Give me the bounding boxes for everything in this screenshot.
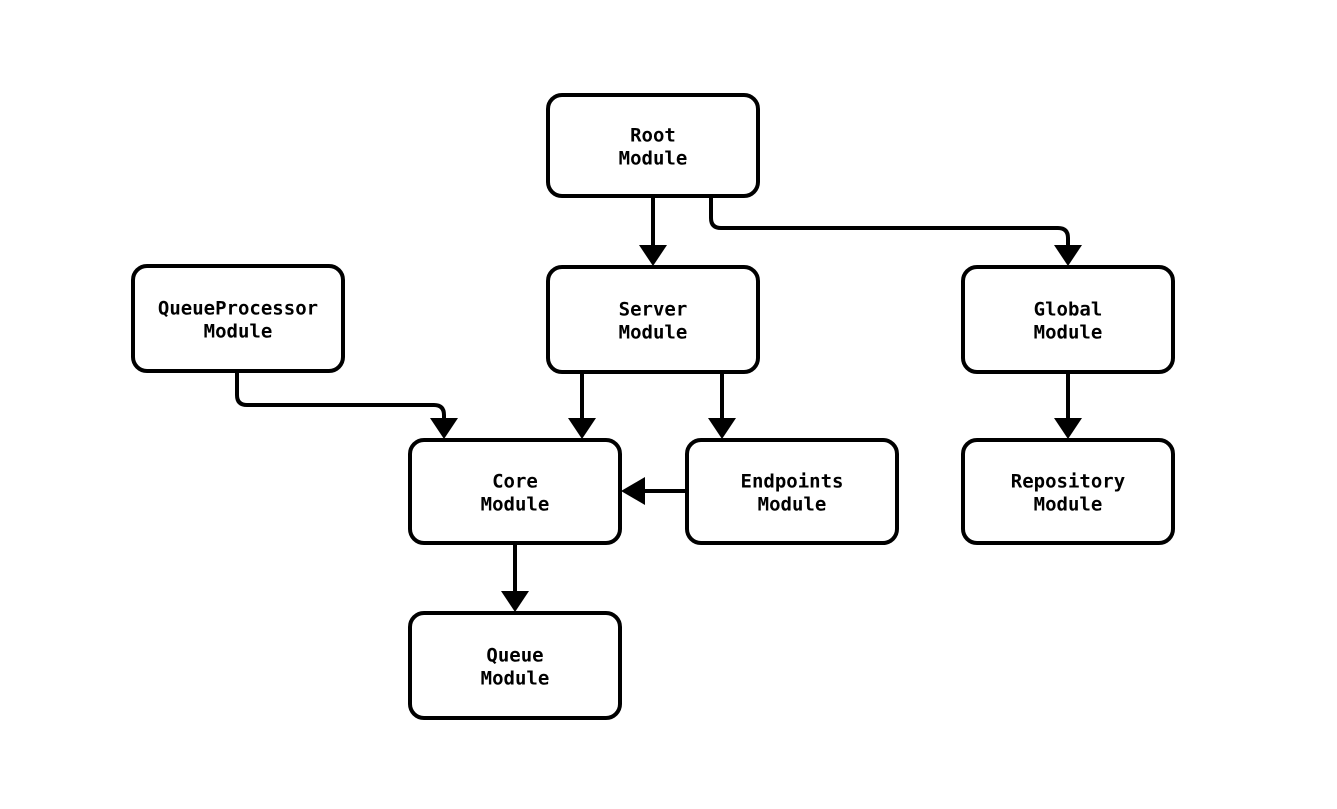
edge-global-to-repository	[1054, 372, 1082, 439]
node-queue-module-label-line2: Module	[481, 668, 550, 690]
node-endpoints-module[interactable]: Endpoints Module	[685, 438, 899, 545]
node-endpoints-module-label-line2: Module	[758, 494, 827, 516]
node-server-module-label-line2: Module	[619, 322, 688, 344]
node-server-module[interactable]: Server Module	[546, 265, 760, 374]
node-repository-module-box[interactable]	[961, 438, 1175, 545]
node-root-module-label-line1: Root	[630, 125, 676, 147]
node-queueprocessor-module-box[interactable]	[131, 264, 345, 373]
edge-queueprocessor-to-core-line	[235, 371, 446, 421]
edge-server-to-core-arrowhead	[568, 418, 596, 439]
edge-server-to-core	[568, 372, 596, 439]
node-root-module-label-line2: Module	[619, 148, 688, 170]
node-root-module[interactable]: Root Module	[546, 93, 760, 198]
edge-endpoints-to-core	[621, 477, 687, 505]
edge-root-to-global-arrowhead	[1054, 245, 1082, 266]
node-queue-module-label-line1: Queue	[486, 645, 543, 667]
node-global-module[interactable]: Global Module	[961, 265, 1175, 374]
node-queueprocessor-module[interactable]: QueueProcessor Module	[131, 264, 345, 373]
node-server-module-box[interactable]	[546, 265, 760, 374]
edge-server-to-endpoints-arrowhead	[708, 418, 736, 439]
edge-root-to-global-line	[709, 196, 1070, 248]
node-repository-module-label-line2: Module	[1034, 494, 1103, 516]
node-core-module-label-line1: Core	[492, 471, 538, 493]
node-core-module-label-line2: Module	[481, 494, 550, 516]
edge-endpoints-to-core-arrowhead	[621, 477, 645, 505]
edge-server-to-endpoints	[708, 372, 736, 439]
node-queueprocessor-module-label-line2: Module	[204, 321, 273, 343]
edge-queueprocessor-to-core	[235, 371, 458, 439]
edge-queueprocessor-to-core-arrowhead	[430, 418, 458, 439]
node-global-module-label-line1: Global	[1034, 299, 1103, 321]
edge-root-to-server	[639, 196, 667, 266]
edge-core-to-queue	[501, 543, 529, 612]
node-endpoints-module-label-line1: Endpoints	[741, 471, 844, 493]
node-queue-module[interactable]: Queue Module	[408, 611, 622, 720]
node-core-module[interactable]: Core Module	[408, 438, 622, 545]
node-queue-module-box[interactable]	[408, 611, 622, 720]
node-server-module-label-line1: Server	[619, 299, 688, 321]
edge-root-to-server-arrowhead	[639, 245, 667, 266]
node-core-module-box[interactable]	[408, 438, 622, 545]
edge-root-to-global	[709, 196, 1082, 266]
node-queueprocessor-module-label-line1: QueueProcessor	[158, 298, 318, 320]
node-global-module-label-line2: Module	[1034, 322, 1103, 344]
node-repository-module[interactable]: Repository Module	[961, 438, 1175, 545]
node-root-module-box[interactable]	[546, 93, 760, 198]
edge-core-to-queue-arrowhead	[501, 591, 529, 612]
edge-global-to-repository-arrowhead	[1054, 418, 1082, 439]
node-endpoints-module-box[interactable]	[685, 438, 899, 545]
node-global-module-box[interactable]	[961, 265, 1175, 374]
node-repository-module-label-line1: Repository	[1011, 471, 1125, 493]
